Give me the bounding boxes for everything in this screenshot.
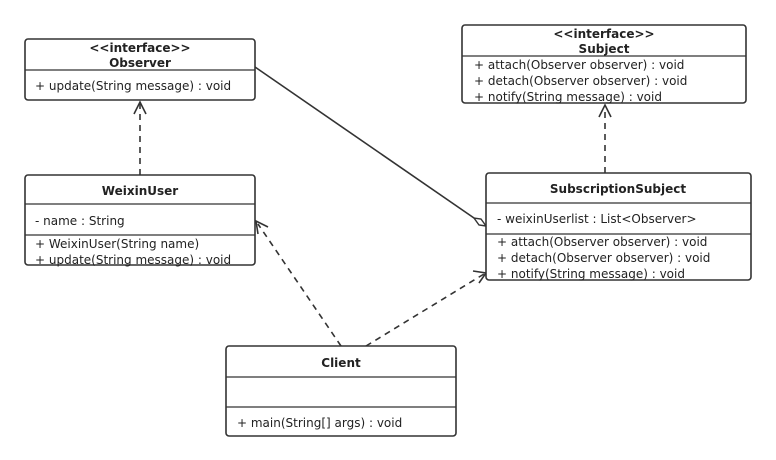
class-name: SubscriptionSubject [550,182,686,196]
relation-subscription-realizes-subject [598,103,612,173]
class-client[interactable]: Client + main(String[] args) : void [225,345,457,437]
stereotype: <<interface>> [553,27,654,41]
stereotype: <<interface>> [89,41,190,55]
method: + attach(Observer observer) : void [474,58,684,72]
method: + attach(Observer observer) : void [497,235,707,249]
attribute: - name : String [35,214,125,228]
aggregation-diamond [472,217,488,227]
class-observer[interactable]: <<interface>> Observer + update(String m… [24,38,256,101]
method: + update(String message) : void [35,253,231,267]
open-triangle-arrow-icon [598,103,612,118]
method: + notify(String message) : void [474,90,662,104]
relation-aggregation [254,66,488,227]
method: + WeixinUser(String name) [35,237,199,251]
method: + update(String message) : void [35,79,231,93]
class-subscriptionsubject[interactable]: SubscriptionSubject - weixinUserlist : L… [485,172,752,281]
open-arrow-icon [254,219,269,235]
method: + main(String[] args) : void [237,416,402,430]
attribute: - weixinUserlist : List<Observer> [497,212,697,226]
class-name: Observer [109,56,171,70]
class-subject[interactable]: <<interface>> Subject + attach(Observer … [461,24,747,104]
relation-client-depends-subscription [365,270,488,347]
class-name: Subject [579,42,630,56]
relation-weixinuser-realizes-observer [133,100,147,175]
relation-client-depends-weixinuser [254,219,342,347]
class-weixinuser[interactable]: WeixinUser - name : String + WeixinUser(… [24,174,256,267]
class-name: WeixinUser [102,184,178,198]
method: + notify(String message) : void [497,267,685,281]
method: + detach(Observer observer) : void [474,74,687,88]
class-name: Client [321,356,361,370]
open-triangle-arrow-icon [133,100,147,115]
method: + detach(Observer observer) : void [497,251,710,265]
